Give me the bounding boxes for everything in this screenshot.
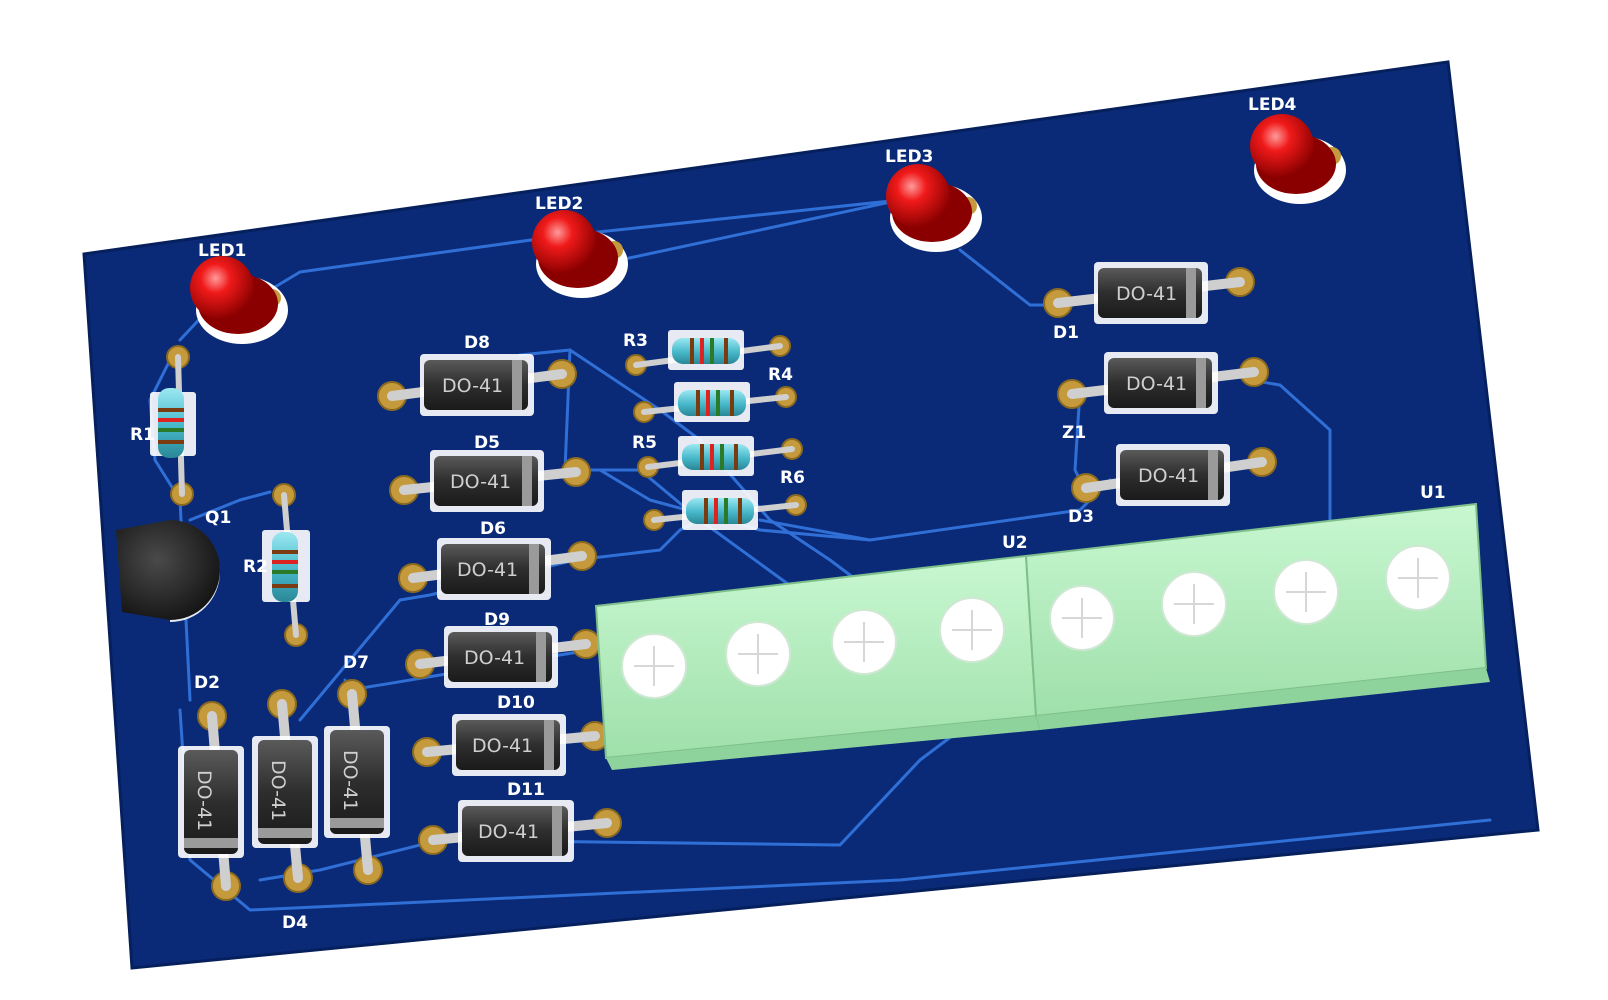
- package-label: DO-41: [339, 750, 361, 811]
- label-d3: D3: [1068, 507, 1094, 527]
- label-led3: LED3: [885, 147, 933, 167]
- pads: [166, 267, 1277, 901]
- label-u2: U2: [1002, 533, 1028, 553]
- diode-d6: DO-41: [408, 538, 587, 600]
- package-label: DO-41: [472, 735, 533, 757]
- label-r2: R2: [243, 557, 268, 577]
- package-label: DO-41: [464, 647, 525, 669]
- resistor-r6: [651, 490, 799, 530]
- diode-d2: DO-41: [178, 711, 244, 891]
- label-r4: R4: [768, 365, 793, 385]
- screw-terminals-u1: [1049, 545, 1451, 651]
- diode-d10: DO-41: [422, 714, 600, 776]
- label-led2: LED2: [535, 194, 583, 214]
- resistor-r2: [262, 492, 310, 638]
- package-label: DO-41: [457, 559, 518, 581]
- diode-d3: DO-41: [1081, 444, 1267, 506]
- resistor-r3: [633, 330, 783, 370]
- diode-d9: DO-41: [415, 626, 591, 688]
- resistor-r5: [645, 436, 795, 476]
- label-r1: R1: [130, 425, 155, 445]
- diode-d5: DO-41: [399, 450, 581, 512]
- label-d7: D7: [343, 653, 369, 673]
- label-d8: D8: [464, 333, 490, 353]
- label-d9: D9: [484, 610, 510, 630]
- led-3: [886, 164, 982, 252]
- led-1: [190, 256, 288, 344]
- label-z1: Z1: [1062, 423, 1086, 443]
- terminal-block-u2: [594, 554, 1040, 770]
- package-label: DO-41: [478, 821, 539, 843]
- label-d1: D1: [1053, 323, 1079, 343]
- diode-d1: DO-41: [1053, 262, 1245, 324]
- diode-d7: DO-41: [324, 689, 390, 875]
- label-d4: D4: [282, 913, 308, 933]
- package-label: DO-41: [442, 375, 503, 397]
- label-u1: U1: [1420, 483, 1446, 503]
- package-label: DO-41: [450, 471, 511, 493]
- screw-terminals-u2: [621, 597, 1005, 699]
- transistor-q1: [116, 520, 220, 622]
- diode-d8: DO-41: [387, 354, 567, 416]
- diode-z1: DO-41: [1067, 352, 1259, 414]
- package-label: DO-41: [1126, 373, 1187, 395]
- label-q1: Q1: [205, 508, 231, 528]
- label-d2: D2: [194, 673, 220, 693]
- label-r6: R6: [780, 468, 805, 488]
- label-d5: D5: [474, 433, 500, 453]
- resistor-r1: [150, 354, 196, 497]
- terminal-block-u1: [1024, 502, 1490, 730]
- led-2: [532, 210, 628, 298]
- label-r3: R3: [623, 331, 648, 351]
- label-led1: LED1: [198, 241, 246, 261]
- label-d11: D11: [507, 780, 545, 800]
- led-4: [1250, 114, 1346, 204]
- package-label: DO-41: [193, 770, 215, 831]
- label-d6: D6: [480, 519, 506, 539]
- resistor-r4: [641, 382, 789, 422]
- package-label: DO-41: [1116, 283, 1177, 305]
- package-label: DO-41: [1138, 465, 1199, 487]
- label-led4: LED4: [1248, 95, 1297, 115]
- diode-d4: DO-41: [252, 699, 318, 883]
- package-label: DO-41: [267, 760, 289, 821]
- label-r5: R5: [632, 433, 657, 453]
- diode-d11: DO-41: [428, 800, 612, 862]
- label-d10: D10: [497, 693, 535, 713]
- silkscreen-labels: LED1 LED2 LED3 LED4 R1 R2 R3 R4 R5 R6 Q1…: [130, 95, 1446, 933]
